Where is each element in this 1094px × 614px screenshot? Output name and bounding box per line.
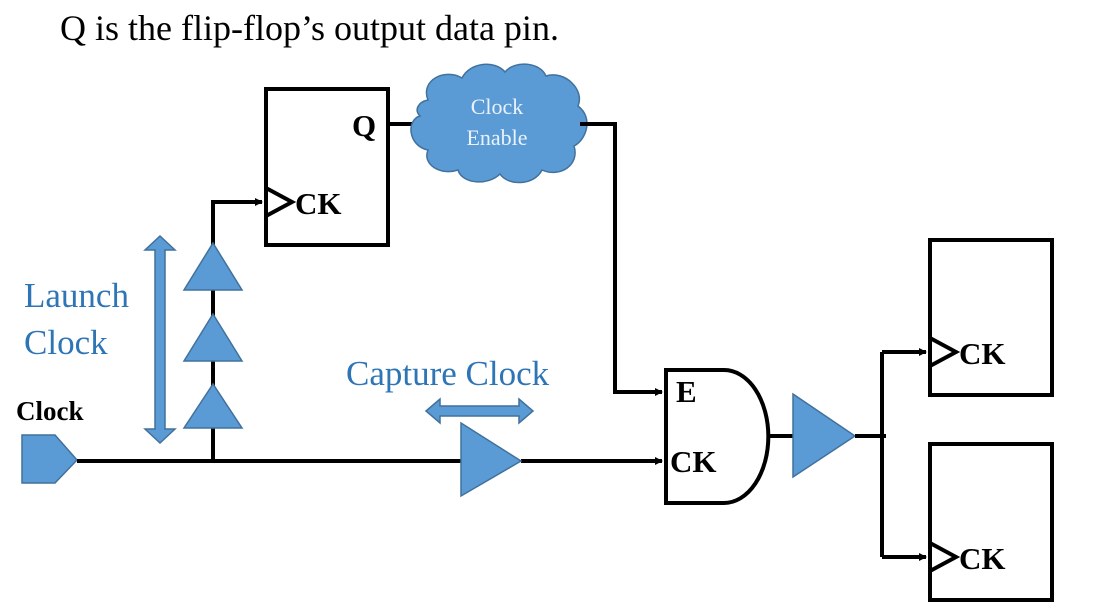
sink-flop-2-box: [928, 442, 1054, 602]
launch-flop-q-pin: Q: [352, 108, 376, 143]
capture-clock-label: Capture Clock: [346, 354, 550, 393]
launch-flip-flop: CK Q: [264, 87, 390, 247]
enable-wire: [580, 122, 663, 396]
clock-port-label: Clock: [16, 396, 84, 426]
launch-flop-box: [264, 87, 390, 247]
sink-flop-2-clock-triangle-icon: [929, 541, 961, 573]
sink-flop-1-ck-pin: CK: [959, 336, 1006, 371]
gated-clock-buffer-icon: [792, 392, 857, 479]
launch-clock-label-line2: Clock: [24, 323, 108, 362]
sink-flop-2-ck-pin: CK: [959, 541, 1006, 576]
capture-buffer-icon: [460, 421, 523, 498]
launch-buffer-3-icon: [182, 241, 244, 291]
sink-flip-flop-1: CK: [928, 238, 1054, 397]
clock-gate-body: [664, 368, 771, 505]
launch-flop-ck-pin: CK: [295, 186, 342, 221]
clock-port-icon: [21, 434, 79, 484]
cloud-label-line1: Clock: [471, 94, 524, 119]
launch-clock-double-arrow-icon: [143, 234, 177, 445]
capture-clock-double-arrow-icon: [424, 397, 535, 425]
caption-text: Q is the flip-flop’s output data pin.: [60, 8, 559, 48]
sink-flop-1-clock-triangle-icon: [929, 336, 961, 368]
launch-buffer-1-icon: [182, 382, 244, 429]
launch-clock-label-line1: Launch: [24, 276, 129, 315]
clock-gate: E CK: [664, 368, 771, 505]
clock-gate-e-pin: E: [676, 374, 697, 409]
sink-flip-flop-2: CK: [928, 442, 1054, 602]
launch-buffer-2-icon: [182, 312, 244, 362]
sink-flop-1-box: [928, 238, 1054, 397]
clock-enable-cloud: Clock Enable: [410, 63, 588, 184]
launch-flop-clock-triangle-icon: [265, 186, 297, 218]
clock-gate-ck-pin: CK: [670, 444, 717, 479]
cloud-label-line2: Enable: [466, 125, 527, 150]
cloud-icon: [410, 63, 588, 184]
launch-clock-wire: [211, 198, 263, 461]
